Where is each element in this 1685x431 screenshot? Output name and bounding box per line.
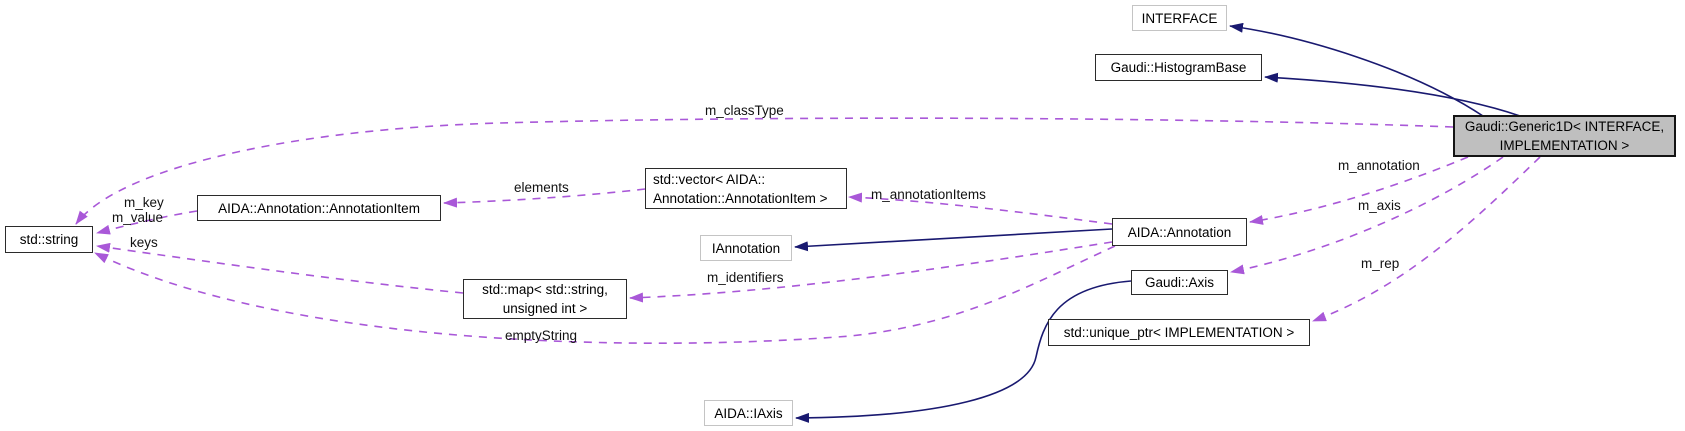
edge-m-identifiers xyxy=(629,241,1113,303)
node-label: std::string xyxy=(19,232,79,247)
edge-m-annotation xyxy=(1249,156,1469,225)
node-label: std::unique_ptr< IMPLEMENTATION > xyxy=(1063,325,1295,340)
edge-m-classtype xyxy=(75,117,1454,225)
node-std-string[interactable]: std::string xyxy=(5,226,93,253)
edge-emptystring xyxy=(94,245,1116,344)
node-aida-annotation-annotationitem[interactable]: AIDA::Annotation::AnnotationItem xyxy=(197,195,441,221)
node-label: Gaudi::Axis xyxy=(1144,275,1215,290)
edge-m-axis xyxy=(1230,156,1504,275)
edge-inherit-iaxis xyxy=(795,280,1132,423)
node-gaudi-axis[interactable]: Gaudi::Axis xyxy=(1131,270,1228,295)
edge-label-m-identifiers: m_identifiers xyxy=(707,270,784,285)
edge-inherit-iannotation xyxy=(794,228,1113,252)
node-label-line1: std::vector< AIDA:: xyxy=(653,171,766,187)
node-label-line2: Annotation::AnnotationItem > xyxy=(653,190,828,206)
edge-label-m-key: m_key xyxy=(124,195,164,210)
node-label-line2: IMPLEMENTATION > xyxy=(1499,138,1630,153)
edge-label-emptystring: emptyString xyxy=(505,328,578,343)
edge-label-m-rep: m_rep xyxy=(1361,256,1400,271)
edge-label-m-axis: m_axis xyxy=(1358,198,1401,213)
node-gaudi-histogrambase[interactable]: Gaudi::HistogramBase xyxy=(1095,54,1262,81)
edge-label-m-annotationitems: m_annotationItems xyxy=(871,187,986,202)
node-aida-iaxis[interactable]: AIDA::IAxis xyxy=(704,400,793,426)
node-label: INTERFACE xyxy=(1141,10,1218,26)
edge-m-key-m-value xyxy=(96,210,198,235)
edge-inherit-histogrambase xyxy=(1264,72,1521,117)
edge-label-keys: keys xyxy=(130,235,158,250)
node-std-map[interactable]: std::map< std::string, unsigned int > xyxy=(463,279,627,319)
node-label: AIDA::Annotation xyxy=(1127,224,1232,240)
edge-label-elements: elements xyxy=(514,180,569,195)
node-std-unique-ptr[interactable]: std::unique_ptr< IMPLEMENTATION > xyxy=(1048,319,1310,346)
node-aida-annotation[interactable]: AIDA::Annotation xyxy=(1112,218,1247,246)
node-label: Gaudi::HistogramBase xyxy=(1110,60,1247,75)
edge-m-rep xyxy=(1312,156,1541,322)
edge-m-annotationitems xyxy=(848,192,1113,225)
node-label: AIDA::Annotation::AnnotationItem xyxy=(218,200,420,216)
edge-label-m-value: m_value xyxy=(112,210,164,225)
edge-label-m-classtype: m_classType xyxy=(705,103,784,118)
edge-label-m-annotation: m_annotation xyxy=(1338,158,1420,173)
edge-keys xyxy=(96,242,464,294)
node-label: AIDA::IAxis xyxy=(714,405,783,421)
node-std-vector-annotationitem[interactable]: std::vector< AIDA:: Annotation::Annotati… xyxy=(645,168,847,209)
node-label-line2: unsigned int > xyxy=(502,301,588,316)
node-interface[interactable]: INTERFACE xyxy=(1132,5,1227,31)
node-label-line1: Gaudi::Generic1D< INTERFACE, xyxy=(1464,119,1665,134)
node-label-line1: std::map< std::string, xyxy=(482,282,608,297)
node-gaudi-generic1d[interactable]: Gaudi::Generic1D< INTERFACE, IMPLEMENTAT… xyxy=(1453,115,1676,157)
node-iannotation[interactable]: IAnnotation xyxy=(700,235,792,261)
edge-inherit-interface xyxy=(1229,22,1484,117)
edge-elements xyxy=(443,188,646,208)
node-label: IAnnotation xyxy=(711,240,781,256)
